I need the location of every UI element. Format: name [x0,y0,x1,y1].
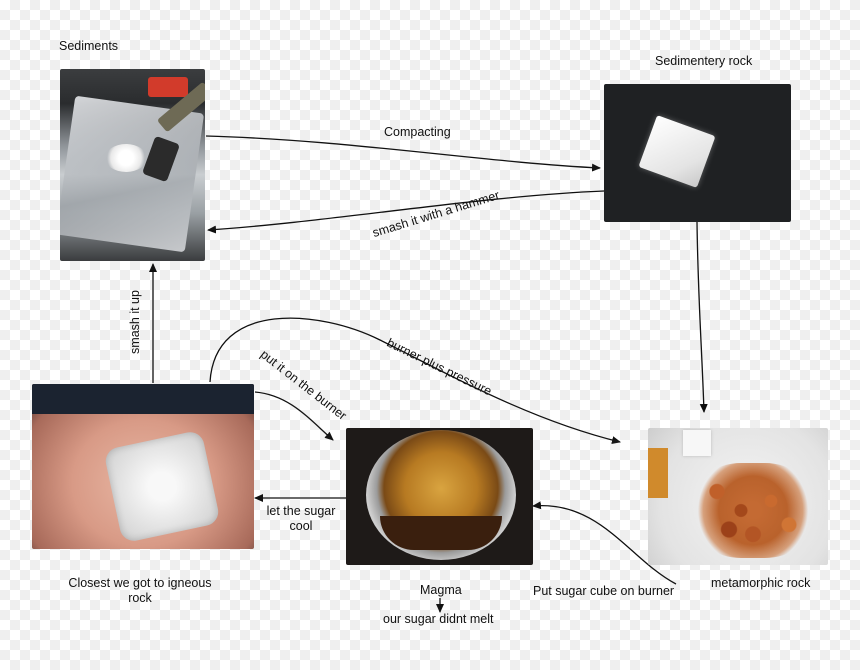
arrow-put-cube [532,501,677,585]
arrow-burner-pressure [209,317,621,444]
metamorphic-photo [648,428,828,565]
edge-label-let-cool-line1: let the sugar [266,504,336,518]
sedimentary-rock-photo [604,84,791,222]
edge-label-compacting: Compacting [384,125,451,139]
node-label-magma: Magma [420,583,462,597]
node-label-metamorphic: metamorphic rock [711,576,811,590]
arrow-put-on-burner [254,391,334,441]
igneous-photo [32,384,254,549]
arrow-compacting [205,135,601,172]
node-label-sediments: Sediments [59,39,119,53]
edge-label-smash-up: smash it up [127,290,142,354]
node-label-sedimentary: Sedimentery rock [655,54,753,68]
edge-label-put-cube: Put sugar cube on burner [533,584,675,598]
sediments-photo [60,69,205,261]
edge-label-let-cool-line2: cool [289,519,313,533]
magma-photo [346,428,533,565]
arrow-to-metamorphic [696,221,708,413]
node-label-igneous: Closest we got to igneous rock [68,576,212,605]
magma-note: our sugar didnt melt [383,612,494,626]
arrow-smash-hammer [207,190,605,234]
